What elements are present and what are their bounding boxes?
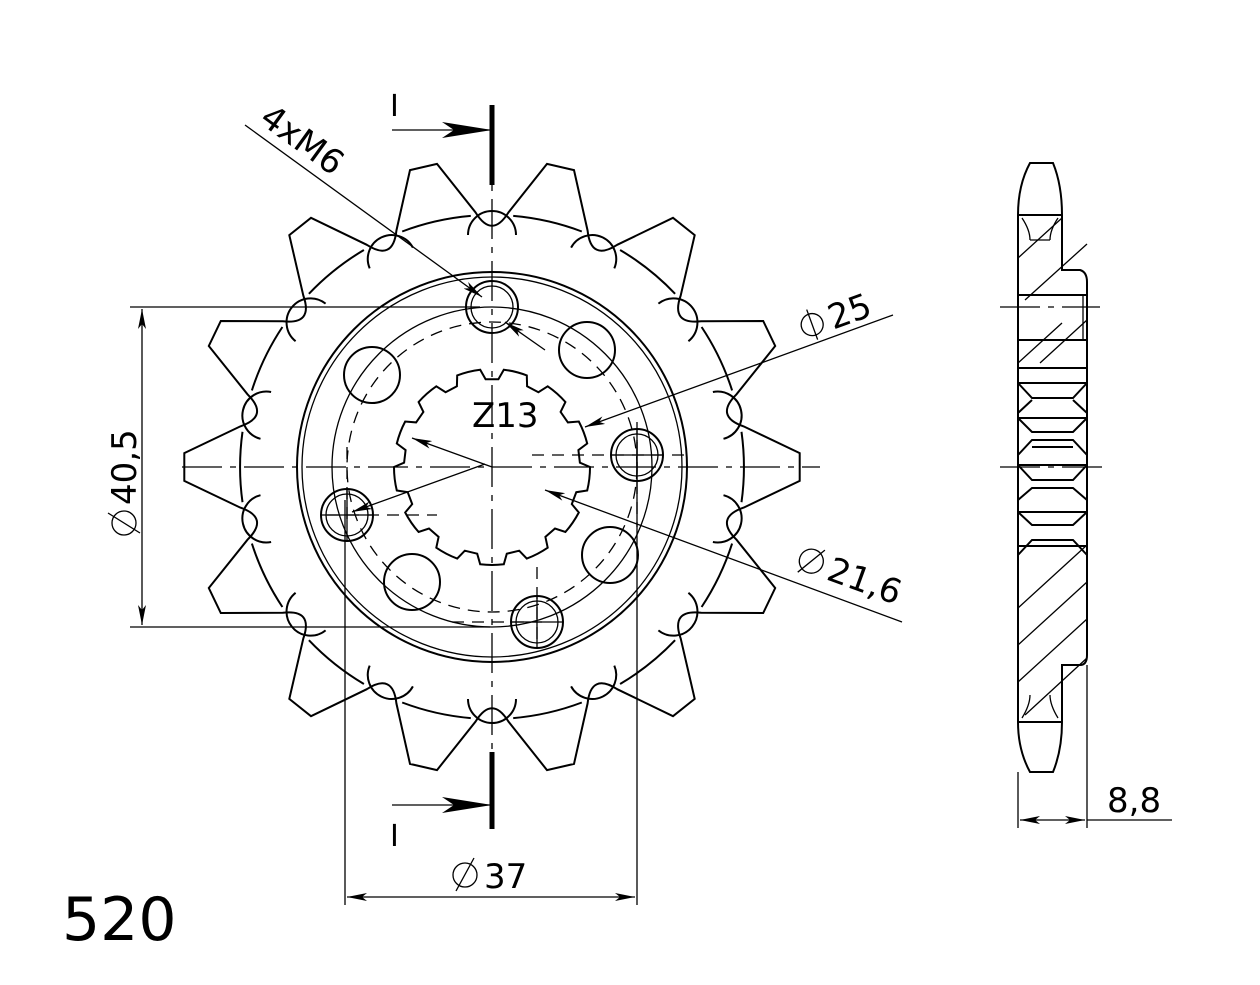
dim-label-thickness: 8,8 [1107,781,1161,821]
tooth-base-arcs [239,214,745,720]
section-marker-top: I [390,89,399,124]
dim-line-d25 [584,314,894,428]
bolt-leader-line [244,124,483,298]
svg-text:37: 37 [484,857,527,897]
section-marker-bottom: I [390,819,399,854]
spline-section [1017,367,1088,556]
svg-text:21,6: 21,6 [822,550,907,613]
side-view: 8,8 [1000,162,1172,828]
bolt-callout: 4xM6 [253,97,352,184]
chain-pitch-label: 520 [62,885,177,955]
lightening-hole [581,526,639,584]
dim-line-d21-6 [544,489,903,623]
svg-text:40,5: 40,5 [105,429,145,505]
lightening-hole [343,346,401,404]
front-view [182,105,820,829]
sprocket-outline [183,162,801,772]
lightening-hole [558,321,616,379]
spline-bore [392,368,592,567]
dim-label-d25: 25 [800,286,877,340]
lightening-hole [383,553,441,611]
dim-label-d37: 37 [452,857,527,897]
dim-label-d40-5: 40,5 [105,429,145,536]
spline-teeth-label: Z13 [472,396,539,436]
svg-text:25: 25 [823,286,877,338]
